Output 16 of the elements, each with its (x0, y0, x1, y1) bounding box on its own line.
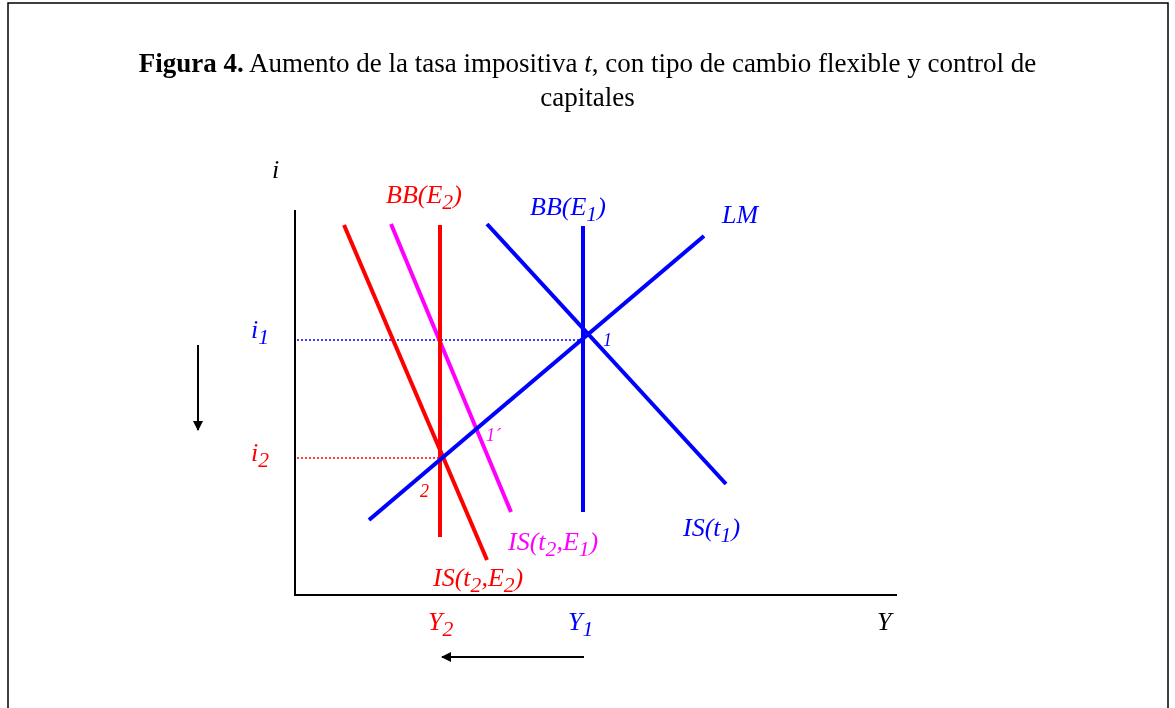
point-label: 1 (603, 330, 612, 350)
axis-label: Y$_{1}$ (568, 607, 594, 644)
axis-label: i (272, 155, 280, 185)
point-label: 1´ (486, 425, 501, 445)
curve-label: IS(t$_{2}$,E$_{2}$) (433, 563, 524, 600)
curve-label: IS(t$_{2}$,E$_{1}$) (508, 527, 599, 564)
axis-label: i$_{1}$ (251, 315, 270, 352)
axis-label: Y$_{2}$ (428, 607, 454, 644)
axis-label: i$_{2}$ (251, 438, 270, 475)
curve-label: BB(E$_{2}$) (386, 180, 462, 217)
curve-label: BB(E$_{1}$) (530, 192, 606, 229)
curve-label: LM (722, 200, 759, 230)
point-label: 2 (420, 481, 429, 501)
curve-label: IS(t$_{1}$) (683, 513, 741, 550)
axis-label: Y (877, 607, 892, 637)
figure-title: Figura 4. Aumento de la tasa impositiva t, con tipo de cambio flexible y control de capitales (137, 47, 1038, 114)
